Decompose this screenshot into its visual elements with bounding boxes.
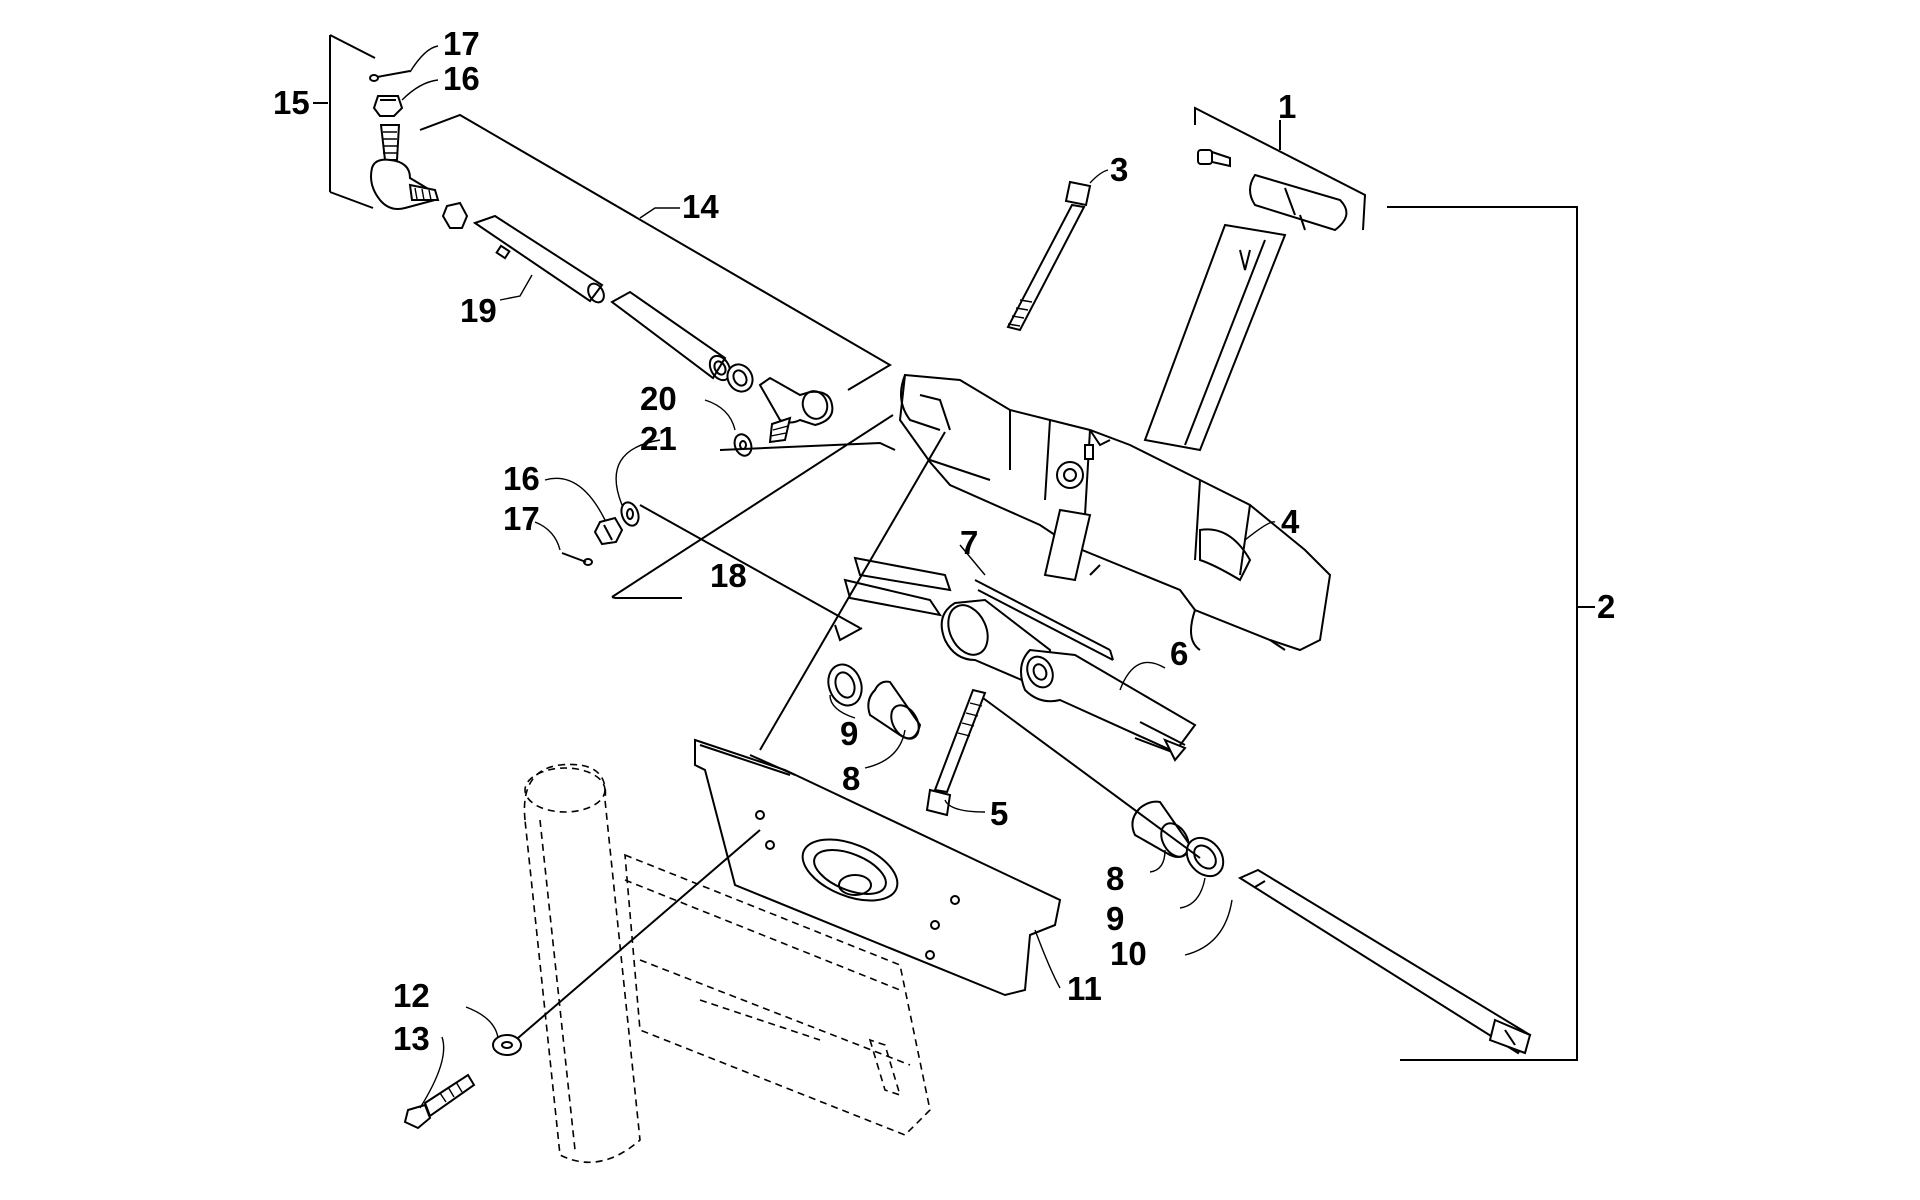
frame-mount-bracket	[624, 853, 931, 1136]
steering-stem-wedge	[843, 556, 952, 617]
castle-nut-lower	[593, 516, 624, 546]
callout-3: 3	[1110, 151, 1128, 188]
callout-21: 21	[640, 420, 677, 457]
callout-8-upper: 8	[842, 760, 860, 797]
bolt-short	[925, 688, 987, 817]
jam-nut-outer	[441, 201, 469, 229]
callout-13: 13	[393, 1020, 430, 1057]
cotter-pin-lower	[561, 552, 593, 566]
steering-post-shaft	[1043, 223, 1287, 582]
tie-rod-end-outer	[370, 124, 440, 210]
bearing-upper	[827, 663, 863, 707]
callout-17-lower: 17	[503, 500, 540, 537]
callout-4: 4	[1281, 503, 1300, 540]
callout-1: 1	[1278, 88, 1296, 125]
callout-10: 10	[1110, 935, 1147, 972]
callout-16-top: 16	[443, 60, 480, 97]
mount-bolt	[403, 1073, 476, 1130]
washer-21	[620, 501, 640, 527]
callout-8-lower: 8	[1106, 860, 1124, 897]
frame-tube	[523, 763, 641, 1163]
callout-14: 14	[682, 188, 719, 225]
washer-20	[733, 433, 753, 457]
jam-nut-inner	[726, 363, 754, 393]
handlebar-block	[1249, 173, 1348, 232]
callout-labels: 1 2 3 4 5 6 7 8 8 9 9 10 11 12 13 14 15 …	[273, 25, 1615, 1057]
bushing-upper	[867, 680, 922, 740]
callout-6: 6	[1170, 635, 1188, 672]
steering-post-bracket	[694, 738, 1062, 997]
callout-2: 2	[1597, 588, 1615, 625]
leader-lines	[313, 34, 1595, 1109]
steering-post-arm	[898, 373, 1332, 652]
tie-rod-tube	[472, 214, 732, 382]
callout-16-lower: 16	[503, 460, 540, 497]
callout-9-lower: 9	[1106, 900, 1124, 937]
callout-7: 7	[960, 524, 978, 561]
bolt-long	[1006, 180, 1092, 332]
cotter-pin-top	[369, 70, 411, 82]
castle-nut-top	[372, 95, 404, 117]
callout-19: 19	[460, 292, 497, 329]
bearing-lower	[1185, 836, 1225, 878]
handlebar-screw	[1197, 149, 1231, 168]
callout-9-upper: 9	[840, 715, 858, 752]
shim-plate	[974, 579, 1114, 661]
steering-stem	[940, 598, 1197, 762]
callout-5: 5	[990, 795, 1008, 832]
callout-20: 20	[640, 380, 677, 417]
callout-17-top: 17	[443, 25, 480, 62]
tie-rod-end-inner	[758, 376, 834, 444]
callout-11: 11	[1067, 970, 1102, 1007]
washer-12	[492, 1034, 522, 1056]
lower-steering-shaft	[1237, 868, 1532, 1055]
callout-18: 18	[710, 557, 747, 594]
callout-12: 12	[393, 977, 430, 1014]
callout-15: 15	[273, 84, 310, 121]
